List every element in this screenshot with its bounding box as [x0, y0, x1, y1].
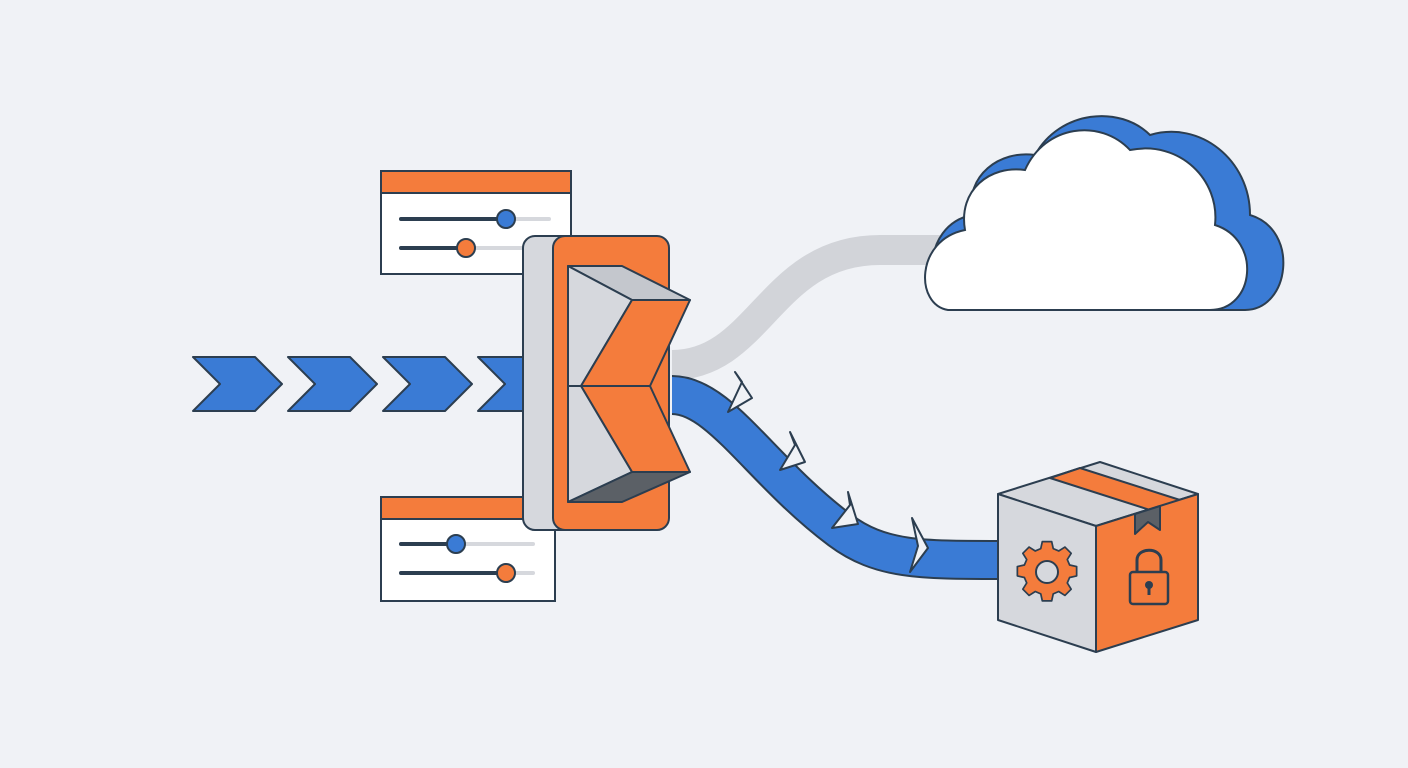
- slider-knob: [496, 209, 516, 229]
- flow-notch: [727, 371, 753, 413]
- package-box-icon: [997, 461, 1199, 653]
- package-flow: [670, 371, 1001, 580]
- slider-knob: [496, 563, 516, 583]
- cloud-icon: [924, 115, 1285, 311]
- slider-knob: [456, 238, 476, 258]
- flow-notch: [779, 431, 806, 471]
- lock-icon: [1128, 548, 1170, 606]
- input-chevron: [192, 356, 283, 412]
- cloud-route-path: [671, 235, 940, 380]
- settings-panel-top: [380, 170, 572, 275]
- gear-icon: [1016, 540, 1078, 602]
- input-chevron: [287, 356, 378, 412]
- settings-panel-bottom: [380, 496, 556, 602]
- input-flow: [192, 356, 526, 412]
- routing-switch-icon: [522, 235, 691, 531]
- slider-knob: [446, 534, 466, 554]
- flow-notch: [909, 517, 929, 573]
- flow-notch: [831, 491, 859, 529]
- input-chevron: [382, 356, 473, 412]
- input-chevron: [477, 356, 526, 412]
